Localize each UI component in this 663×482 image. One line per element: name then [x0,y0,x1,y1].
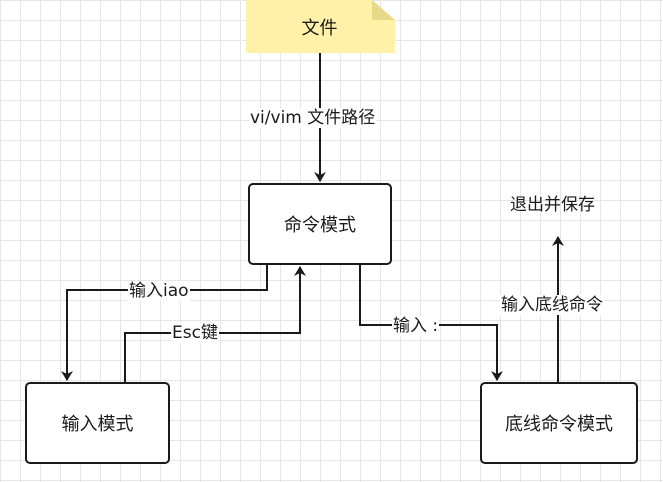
insert-mode-node[interactable]: 输入模式 [25,382,170,464]
edge-label-lastline-to-exit: 输入底线命令 [500,295,604,315]
command-mode-node[interactable]: 命令模式 [248,183,392,265]
edge-label-command-to-lastline: 输入 : [392,316,440,336]
last-line-mode-label: 底线命令模式 [505,414,613,435]
command-mode-label: 命令模式 [284,215,356,236]
file-node[interactable]: 文件 [246,0,395,53]
edge-label-file-to-command: vi/vim 文件路径 [249,108,377,128]
edge-label-command-to-insert: 输入iao [128,281,190,301]
file-note-shape [246,0,395,53]
insert-mode-label: 输入模式 [61,414,134,435]
edge-label-insert-to-command: Esc键 [171,323,219,343]
file-node-label: 文件 [301,17,338,39]
last-line-mode-node[interactable]: 底线命令模式 [480,382,638,464]
exit-label: 退出并保存 [510,195,595,215]
